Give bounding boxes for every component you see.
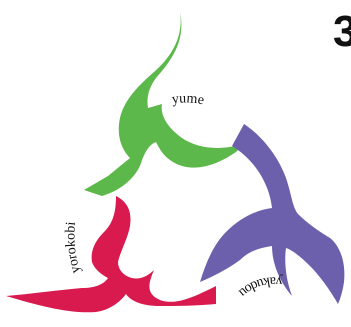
label-yume: yume — [171, 91, 205, 108]
label-yorokobi: yorokobi — [63, 221, 83, 275]
green-swirl — [84, 12, 244, 196]
label-yakudou: yakudou — [236, 273, 283, 300]
crimson-swirl — [6, 196, 216, 313]
corner-mark: 3 — [333, 7, 351, 56]
purple-swirl — [200, 124, 345, 304]
